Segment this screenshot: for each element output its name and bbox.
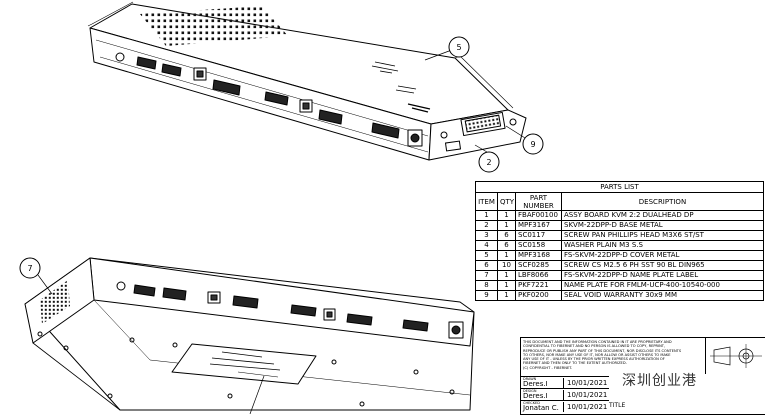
callout-number: 2: [486, 158, 491, 167]
row-name: Jonatan C.: [523, 404, 559, 412]
cell-item: 1: [475, 210, 498, 221]
callout-balloon-2: 2: [478, 151, 500, 173]
callout-balloon-5: 5: [448, 36, 470, 58]
cell-qty: 1: [497, 270, 516, 281]
cell-qty: 1: [497, 250, 516, 261]
watermark-text: 深圳创业港: [622, 373, 697, 389]
projection-symbol-box: [705, 338, 764, 374]
cell-description: SEAL VOID WARRANTY 30x9 MM: [561, 290, 764, 301]
dp-port-pair-2: [264, 91, 289, 106]
row-role: CHECKED: [523, 401, 540, 405]
parts-list-caption: PARTS LIST: [475, 181, 764, 193]
led-indicator: [115, 52, 125, 62]
callout-balloon-7: 7: [19, 257, 41, 279]
enclosure-top-view: [87, 1, 527, 161]
third-angle-projection-icon: [710, 344, 762, 368]
cell-item: 4: [475, 240, 498, 251]
column-header-description: DESCRIPTION: [561, 192, 764, 211]
row-date: 10/01/2021: [563, 378, 611, 388]
dp-port-pair-1: [136, 56, 182, 77]
vent-grille-side: [40, 280, 70, 324]
callout-number: 5: [456, 43, 461, 52]
title-label: TITLE: [609, 402, 626, 409]
side-connector-block: [460, 111, 506, 137]
cell-description: SCREW PAN PHILLIPS HEAD M3X6 ST/ST: [561, 230, 764, 241]
base-chassis-view: [24, 257, 475, 411]
cell-item: 2: [475, 220, 498, 231]
cell-item: 7: [475, 270, 498, 281]
cell-item: 6: [475, 260, 498, 271]
row-name: Deres.I: [523, 392, 548, 400]
cell-item: 8: [475, 280, 498, 291]
callout-number: 7: [27, 264, 32, 273]
row-date: 10/01/2021: [563, 390, 611, 400]
hdmi-port-1: [212, 79, 241, 96]
cell-qty: 1: [497, 220, 516, 231]
cell-qty: 10: [497, 260, 516, 271]
title-block-row-design: DESIGN Deres.I 10/01/2021: [521, 388, 609, 401]
cell-description: FS-SKVM-22DPP-D COVER METAL: [561, 250, 764, 261]
callout-number: 9: [530, 140, 535, 149]
leader-line-7: [37, 274, 53, 295]
cell-qty: 1: [497, 210, 516, 221]
callout-balloon-9: 9: [522, 133, 544, 155]
column-header-qty: QTY: [497, 192, 516, 211]
cell-part-number: SC0117: [515, 230, 562, 241]
cell-description: ASSY BOARD KVM 2:2 DUALHEAD DP: [561, 210, 764, 221]
row-date: 10/01/2021: [563, 402, 611, 412]
column-header-item: ITEM: [475, 192, 498, 211]
cell-description: SCREW CS M2.5 6 PH SST 90 BL DIN965: [561, 260, 764, 271]
cell-description: FS-SKVM-22DPP-D NAME PLATE LABEL: [561, 270, 764, 281]
cell-part-number: SCF0285: [515, 260, 562, 271]
cell-part-number: MPF3167: [515, 220, 562, 231]
parts-list-table: PARTS LIST ITEM QTY PART NUMBER DESCRIPT…: [475, 181, 764, 301]
cell-qty: 1: [497, 290, 516, 301]
column-header-part-number: PART NUMBER: [515, 192, 562, 211]
cell-part-number: MPF3168: [515, 250, 562, 261]
title-block-row-drawn: DRAWN Deres.I 10/01/2021: [521, 376, 609, 389]
cell-description: SKVM-22DPP-D BASE METAL: [561, 220, 764, 231]
cell-part-number: LBF8066: [515, 270, 562, 281]
name-plate-label: [171, 343, 317, 385]
proprietary-notice: THIS DOCUMENT AND THE INFORMATION CONTAI…: [523, 340, 682, 370]
vent-grille-top: [140, 6, 288, 46]
row-role: DRAWN: [523, 377, 537, 381]
cell-qty: 1: [497, 280, 516, 291]
title-block-row-checked: CHECKED Jonatan C. 10/01/2021: [521, 400, 609, 413]
cell-item: 5: [475, 250, 498, 261]
cell-item: 9: [475, 290, 498, 301]
cell-part-number: SC0158: [515, 240, 562, 251]
row-role: DESIGN: [523, 389, 537, 393]
cell-qty: 6: [497, 230, 516, 241]
cell-description: WASHER PLAIN M3 S.S: [561, 240, 764, 251]
cell-part-number: PKF0200: [515, 290, 562, 301]
cell-description: NAME PLATE FOR FMLM-UCP-400-10540-000: [561, 280, 764, 291]
cell-qty: 6: [497, 240, 516, 251]
cell-item: 3: [475, 230, 498, 241]
top-label-marking: [371, 61, 431, 113]
cell-part-number: FBAF00100: [515, 210, 562, 221]
row-name: Deres.I: [523, 380, 548, 388]
cell-part-number: PKF7221: [515, 280, 562, 291]
